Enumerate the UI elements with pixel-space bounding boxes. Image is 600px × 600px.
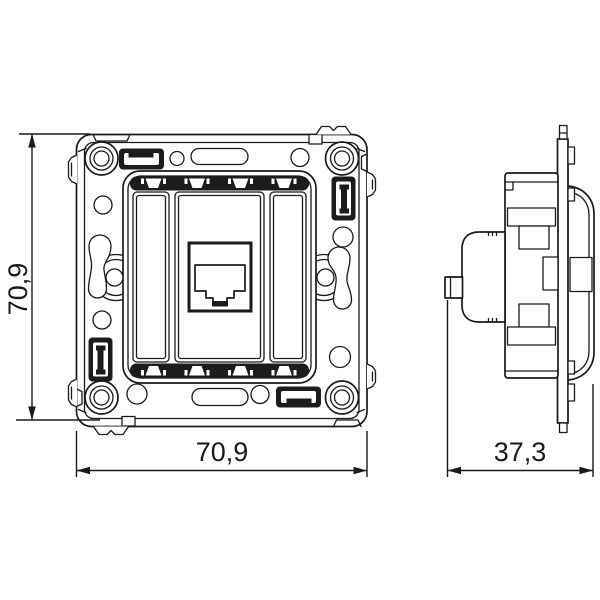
- module-step-3: [518, 303, 550, 328]
- module-clip-side: [542, 256, 559, 291]
- height-dimension-label: 70,9: [3, 263, 33, 316]
- jack-housing-side: [461, 231, 506, 323]
- clip-cutouts-bottom: [141, 366, 297, 376]
- ear-hole-left: [105, 268, 124, 287]
- corner-tick-tr: [356, 147, 366, 153]
- cover-boss: [569, 256, 593, 293]
- edge-notch-top-left: [92, 133, 131, 142]
- arrowhead-left: [447, 466, 461, 475]
- claw-slot-top-right: [331, 176, 356, 221]
- arrowhead-up: [28, 134, 36, 148]
- width-dimension-label: 70,9: [196, 437, 249, 467]
- arrowhead-right: [579, 466, 593, 475]
- module-step-2: [518, 225, 550, 250]
- corner-notch-left: [75, 388, 83, 408]
- module: [122, 170, 317, 384]
- front-view: [67, 125, 377, 436]
- screw-hole-bottom-left: [84, 380, 119, 415]
- oval-slot-bottom: [191, 387, 249, 407]
- ear-hole-right: [316, 268, 335, 287]
- frame-bump-3: [567, 360, 576, 375]
- dimension-height: 70,9: [3, 133, 100, 421]
- frame-bump-1: [567, 146, 576, 165]
- dovetail-tab-bottom: [92, 426, 130, 436]
- edge-notch-bottom-right: [332, 419, 362, 428]
- pilot-holes: [92, 147, 354, 405]
- frame-bump-2: [567, 187, 576, 202]
- corner-tick-bl: [77, 408, 87, 414]
- keyhole-slot-left: [87, 234, 112, 299]
- dimension-depth: 37,3: [446, 300, 594, 477]
- side-tab-right-bottom: [366, 363, 377, 390]
- clip-cutouts-top: [141, 178, 297, 188]
- claw-slot-bottom-left: [88, 337, 113, 382]
- arrowhead-right: [353, 466, 367, 475]
- panel-right: [269, 191, 307, 363]
- module-body-side: [504, 172, 559, 379]
- corner-tick-br: [356, 408, 366, 414]
- arrowhead-down: [28, 406, 36, 420]
- depth-dimension-label: 37,3: [494, 437, 547, 467]
- screw-hole-top-left: [84, 141, 119, 176]
- square-notch-bottom: [121, 415, 136, 427]
- side-tab-left-top: [67, 154, 78, 185]
- rj45-socket: [187, 241, 253, 313]
- dovetail-tab-top: [315, 125, 352, 135]
- screw-hole-bottom-right: [324, 380, 360, 415]
- rj45-latch: [212, 301, 228, 307]
- frame-bump-4: [567, 383, 576, 402]
- keyhole-slot-right: [327, 246, 353, 310]
- side-tab-right-top: [366, 171, 377, 198]
- screw-hole-top-right: [324, 141, 360, 176]
- dimension-width: 70,9: [75, 431, 368, 477]
- square-notch-top: [308, 133, 323, 145]
- frame-tab-bottom-side: [558, 422, 568, 434]
- side-view: [444, 124, 595, 434]
- clip-strip-bottom: [130, 363, 309, 378]
- corner-tick-tl: [77, 147, 87, 153]
- claw-slot-top-left: [119, 148, 164, 170]
- clip-strip-top: [130, 176, 309, 191]
- frame-tab-top-side: [558, 124, 568, 140]
- side-tab-left-bottom: [67, 378, 78, 408]
- arrowhead-left: [76, 466, 90, 475]
- claw-slot-bottom-right: [276, 386, 321, 408]
- module-step-4: [506, 326, 557, 346]
- oval-slot-top: [190, 147, 249, 166]
- corner-notch-right: [360, 153, 368, 173]
- panel-left: [132, 191, 170, 363]
- module-step-1: [506, 207, 557, 227]
- plug-nose-side: [444, 276, 464, 299]
